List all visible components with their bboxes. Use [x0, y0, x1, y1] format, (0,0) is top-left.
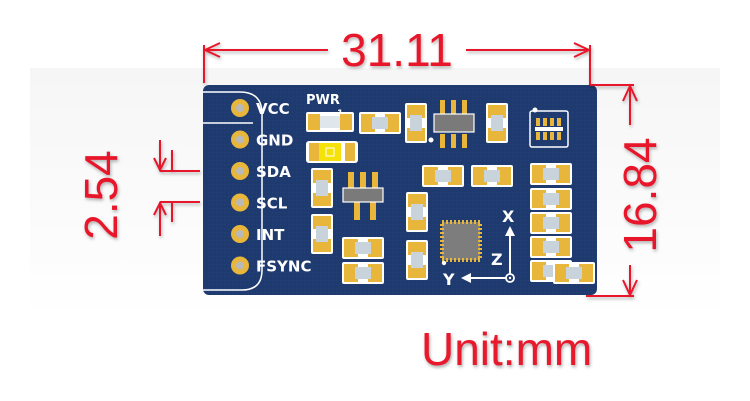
width-dimension-value: 31.11 — [341, 24, 453, 76]
smd-resistor — [530, 236, 572, 258]
smd-resistor — [530, 163, 572, 185]
smd-capacitor — [406, 240, 428, 280]
top-ic — [428, 100, 475, 148]
height-arrow-top — [622, 83, 638, 102]
pin-hole — [236, 135, 244, 144]
pitch-arrow-top — [153, 157, 167, 173]
smd-resistor — [342, 262, 384, 284]
pin-scl: SCL — [231, 193, 288, 213]
axis-x-label: X — [502, 207, 515, 226]
pin-fsync: FSYNC — [231, 256, 311, 276]
pitch-dimension-value: 2.54 — [75, 150, 127, 240]
pin-hole — [236, 167, 244, 175]
pin-label: FSYNC — [256, 258, 311, 276]
pin-hole — [236, 198, 244, 207]
height-dimension-value: 16.84 — [614, 137, 666, 252]
header-outline — [203, 91, 263, 291]
smd-resistor — [422, 165, 464, 187]
smd-capacitor — [406, 192, 428, 232]
smd-capacitor — [405, 103, 427, 143]
pin-vcc: VCC — [231, 99, 290, 118]
smd-resistor — [359, 112, 401, 134]
pin-gnd: GND — [231, 130, 293, 150]
height-arrow-bottom — [622, 279, 638, 298]
pin-label: SDA — [256, 163, 291, 181]
pin-header: VCC GND SDA SCL INT FSYNC — [231, 99, 311, 276]
axis-z-label: Z — [491, 250, 503, 269]
pin-hole — [236, 230, 244, 238]
smd-components — [311, 103, 595, 284]
pin-label: SCL — [256, 195, 288, 213]
width-arrow-left — [202, 42, 221, 58]
smd-resistor — [530, 212, 572, 234]
pwr-label: PWR — [306, 93, 340, 108]
pin-hole — [236, 104, 244, 112]
pin-sda: SDA — [231, 162, 291, 181]
smd-capacitor — [486, 103, 508, 143]
pin-int: INT — [231, 225, 285, 244]
width-arrow-right — [573, 42, 592, 58]
smd-resistor — [471, 165, 513, 187]
unit-label: Unit:mm — [421, 323, 593, 375]
power-led — [306, 141, 358, 163]
smd-capacitor — [311, 214, 333, 254]
axis-y-label: Y — [442, 270, 455, 289]
mpu-sensor-chip — [440, 220, 482, 266]
pin-label: VCC — [256, 100, 290, 118]
smd-capacitor — [311, 168, 333, 208]
pin-label: INT — [256, 226, 285, 244]
smd-resistor — [530, 188, 572, 210]
dfn-ic — [529, 107, 569, 148]
smd-resistor — [553, 262, 595, 284]
pwr-led-resistor — [306, 112, 354, 132]
axis-indicator — [461, 226, 515, 283]
pin-hole — [236, 261, 244, 270]
pin-label: GND — [256, 132, 293, 150]
pitch-arrow-bottom — [153, 200, 167, 216]
voltage-regulator — [342, 172, 384, 220]
smd-resistor — [342, 237, 384, 259]
